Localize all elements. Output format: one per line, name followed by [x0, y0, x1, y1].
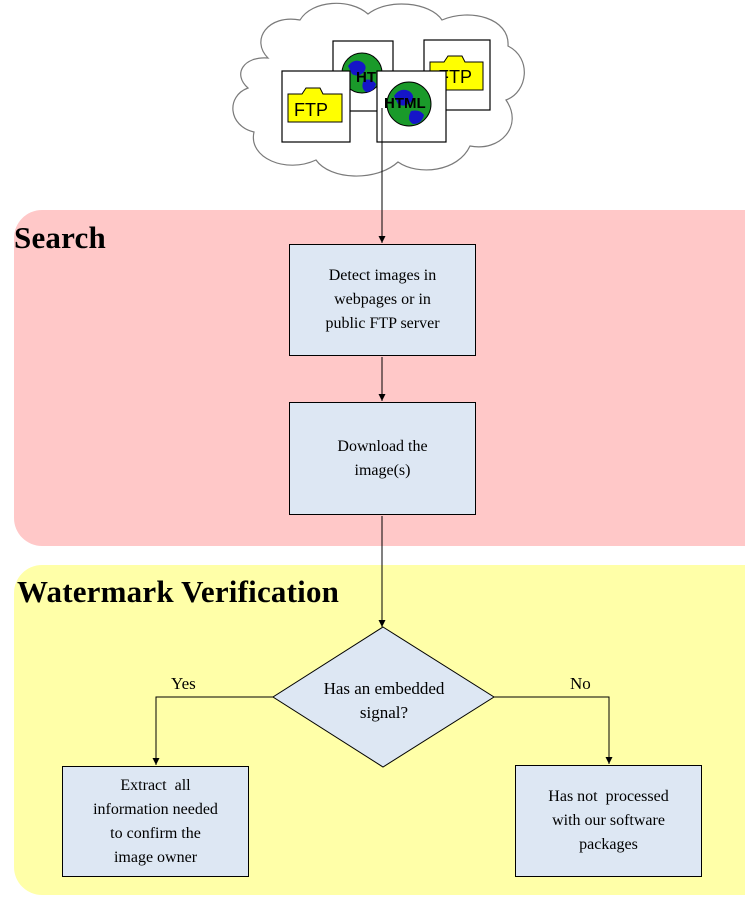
not-processed-step: Has not processed with our software pack…: [515, 765, 702, 877]
not-processed-line: Has not processed: [548, 788, 669, 805]
internet-cloud: HT FTP FTP HTML: [232, 2, 525, 177]
verification-section-title: Watermark Verification: [17, 574, 340, 609]
arrow-no-to-not-processed: [494, 696, 613, 764]
decision-diamond: [272, 626, 495, 768]
extract-line: image owner: [113, 848, 198, 866]
detect-images-step: Detect images in webpages or in public F…: [289, 244, 476, 356]
yes-edge-label: Yes: [171, 674, 196, 693]
decision-line: signal?: [359, 703, 409, 722]
download-line: image(s): [354, 461, 411, 479]
download-line: Download the: [337, 437, 428, 455]
not-processed-line: with our software: [552, 812, 665, 829]
decision-label: Has an embedded signal?: [304, 677, 464, 725]
detect-line: public FTP server: [325, 315, 440, 332]
extract-line: information needed: [93, 800, 218, 818]
search-section-title: Search: [14, 220, 106, 255]
arrow-yes-to-extract: [152, 696, 273, 765]
not-processed-line: packages: [579, 836, 638, 853]
svg-text:HTML: HTML: [384, 95, 426, 112]
extract-line: to confirm the: [110, 824, 201, 842]
detect-line: webpages or in: [334, 291, 431, 308]
svg-text:FTP: FTP: [294, 100, 328, 120]
extract-information-step: Extract all information needed to confir…: [62, 766, 249, 877]
ftp-document-icon: FTP: [281, 70, 351, 143]
no-edge-label: No: [570, 674, 591, 693]
ftp-folder-icon: [287, 87, 343, 123]
svg-text:HT: HT: [356, 69, 376, 86]
html-document-icon: HTML: [376, 70, 447, 143]
detect-line: Detect images in: [328, 267, 437, 284]
decision-line: Has an embedded: [323, 679, 445, 698]
download-images-step: Download the image(s): [289, 402, 476, 515]
extract-line: Extract all: [120, 776, 191, 794]
